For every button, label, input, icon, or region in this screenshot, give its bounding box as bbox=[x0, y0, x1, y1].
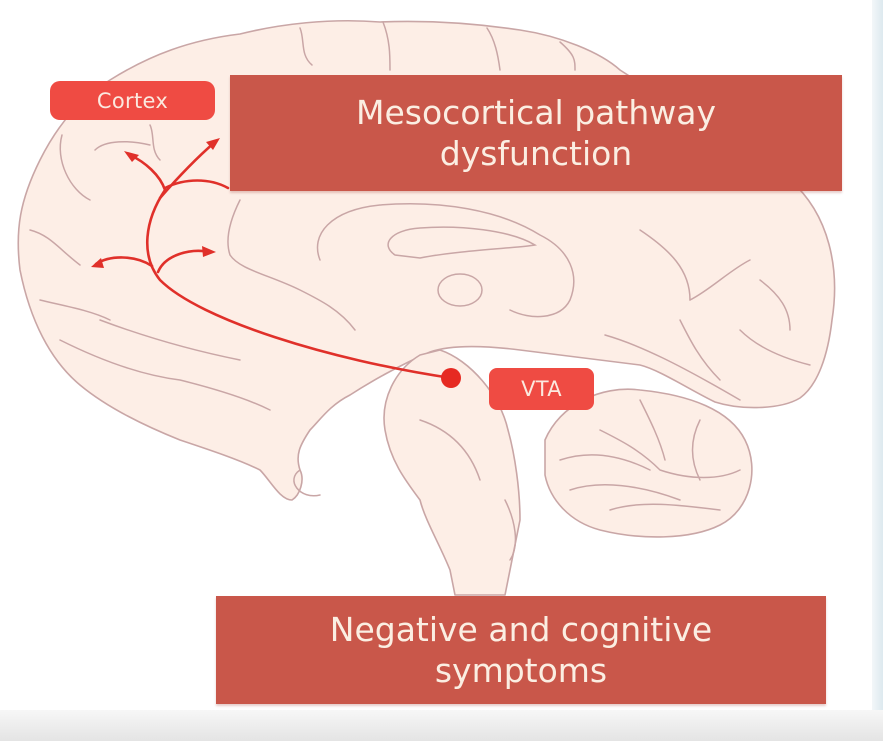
brainstem bbox=[383, 349, 521, 596]
arrow-icon bbox=[206, 138, 220, 150]
bottom-toolbar-strip bbox=[0, 710, 883, 741]
cortex-label-text: Cortex bbox=[96, 88, 169, 113]
arrow-icon bbox=[91, 258, 104, 268]
title-box: Mesocortical pathway dysfunction bbox=[230, 75, 842, 191]
arrow-icon bbox=[124, 151, 139, 162]
arrow-icon bbox=[202, 246, 216, 257]
brain-sulci bbox=[29, 21, 811, 561]
cerebellum bbox=[544, 388, 753, 538]
pathway-branch-back bbox=[163, 179, 230, 190]
pathway-arrowheads bbox=[91, 138, 220, 268]
title-line-1: Mesocortical pathway bbox=[356, 93, 716, 132]
vta-label: VTA bbox=[489, 368, 594, 410]
cortex-label: Cortex bbox=[50, 81, 215, 120]
vta-label-text: VTA bbox=[521, 377, 562, 401]
symptoms-line-2: symptoms bbox=[434, 651, 608, 690]
title-line-2: dysfunction bbox=[439, 134, 633, 173]
symptoms-box: Negative and cognitive symptoms bbox=[216, 596, 826, 704]
pathway-trunk bbox=[145, 188, 453, 380]
window-edge bbox=[872, 0, 883, 712]
symptoms-line-1: Negative and cognitive bbox=[329, 610, 713, 649]
vta-dot bbox=[441, 368, 461, 388]
